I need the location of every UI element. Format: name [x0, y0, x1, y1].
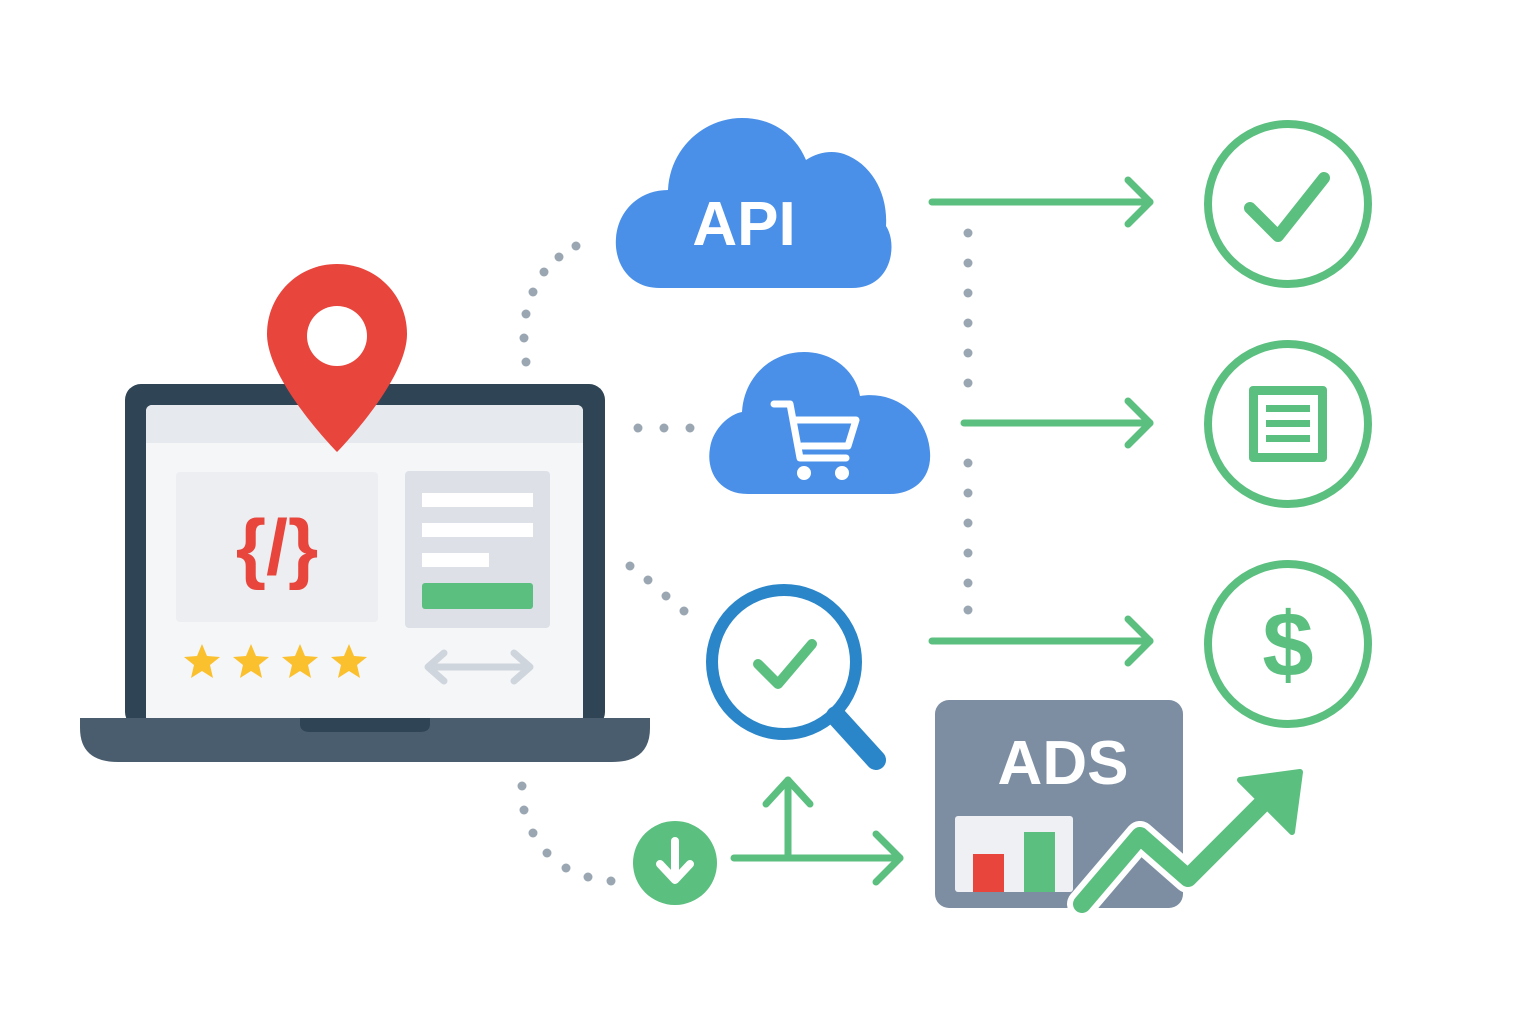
star-icon	[233, 644, 269, 678]
check-circle-icon	[1204, 120, 1372, 288]
document-circle-icon	[1204, 340, 1372, 508]
arrow-to-document	[960, 397, 1154, 449]
dollar-symbol: $	[1262, 594, 1313, 696]
star-icon	[282, 644, 318, 678]
sidebar-line-2	[422, 523, 533, 537]
api-cloud[interactable]: API	[615, 118, 892, 288]
dotted-connector-shop	[633, 423, 695, 433]
red-bar	[973, 854, 1004, 892]
laptop-notch	[300, 718, 430, 732]
api-label: API	[692, 190, 795, 259]
double-arrow-icon	[424, 649, 534, 685]
cloud-icon	[615, 118, 892, 288]
sidebar-line-3	[422, 553, 489, 567]
arrow-to-revenue	[928, 615, 1154, 667]
dollar-circle-icon	[1204, 560, 1372, 728]
star-icon	[184, 644, 220, 678]
outcome-revenue[interactable]: $	[1204, 560, 1372, 728]
arrow-to-success	[928, 176, 1154, 228]
download-circle-icon[interactable]	[633, 821, 717, 905]
bar-chart-icon	[955, 816, 1073, 892]
outcome-document[interactable]	[1204, 340, 1372, 508]
code-panel	[176, 472, 378, 622]
laptop-base	[80, 718, 650, 762]
shopping-cart-icon	[770, 400, 860, 462]
star-icon	[331, 644, 367, 678]
dotted-connector-api	[519, 241, 581, 367]
ads-label: ADS	[998, 729, 1129, 798]
code-brackets-icon: {/}	[236, 503, 318, 591]
sidebar-green-button[interactable]	[422, 583, 533, 609]
dotted-connectors	[517, 228, 973, 886]
laptop: {/}	[80, 384, 650, 762]
magnifier-check-icon[interactable]	[706, 584, 886, 770]
sidebar-line-1	[422, 493, 533, 507]
outcome-success[interactable]	[1204, 120, 1372, 288]
dotted-spine	[963, 228, 973, 615]
dotted-connector-download	[517, 781, 616, 886]
ads-panel[interactable]: ADS	[935, 700, 1183, 908]
shop-cloud[interactable]	[709, 352, 931, 494]
trend-up-arrow-icon	[1067, 769, 1303, 919]
split-arrows-icon	[730, 776, 904, 886]
dotted-connector-search	[625, 561, 689, 616]
location-pin-icon	[267, 264, 407, 452]
green-bar	[1024, 832, 1055, 892]
outcome-arrows	[928, 176, 1154, 667]
rating-stars	[184, 644, 367, 678]
